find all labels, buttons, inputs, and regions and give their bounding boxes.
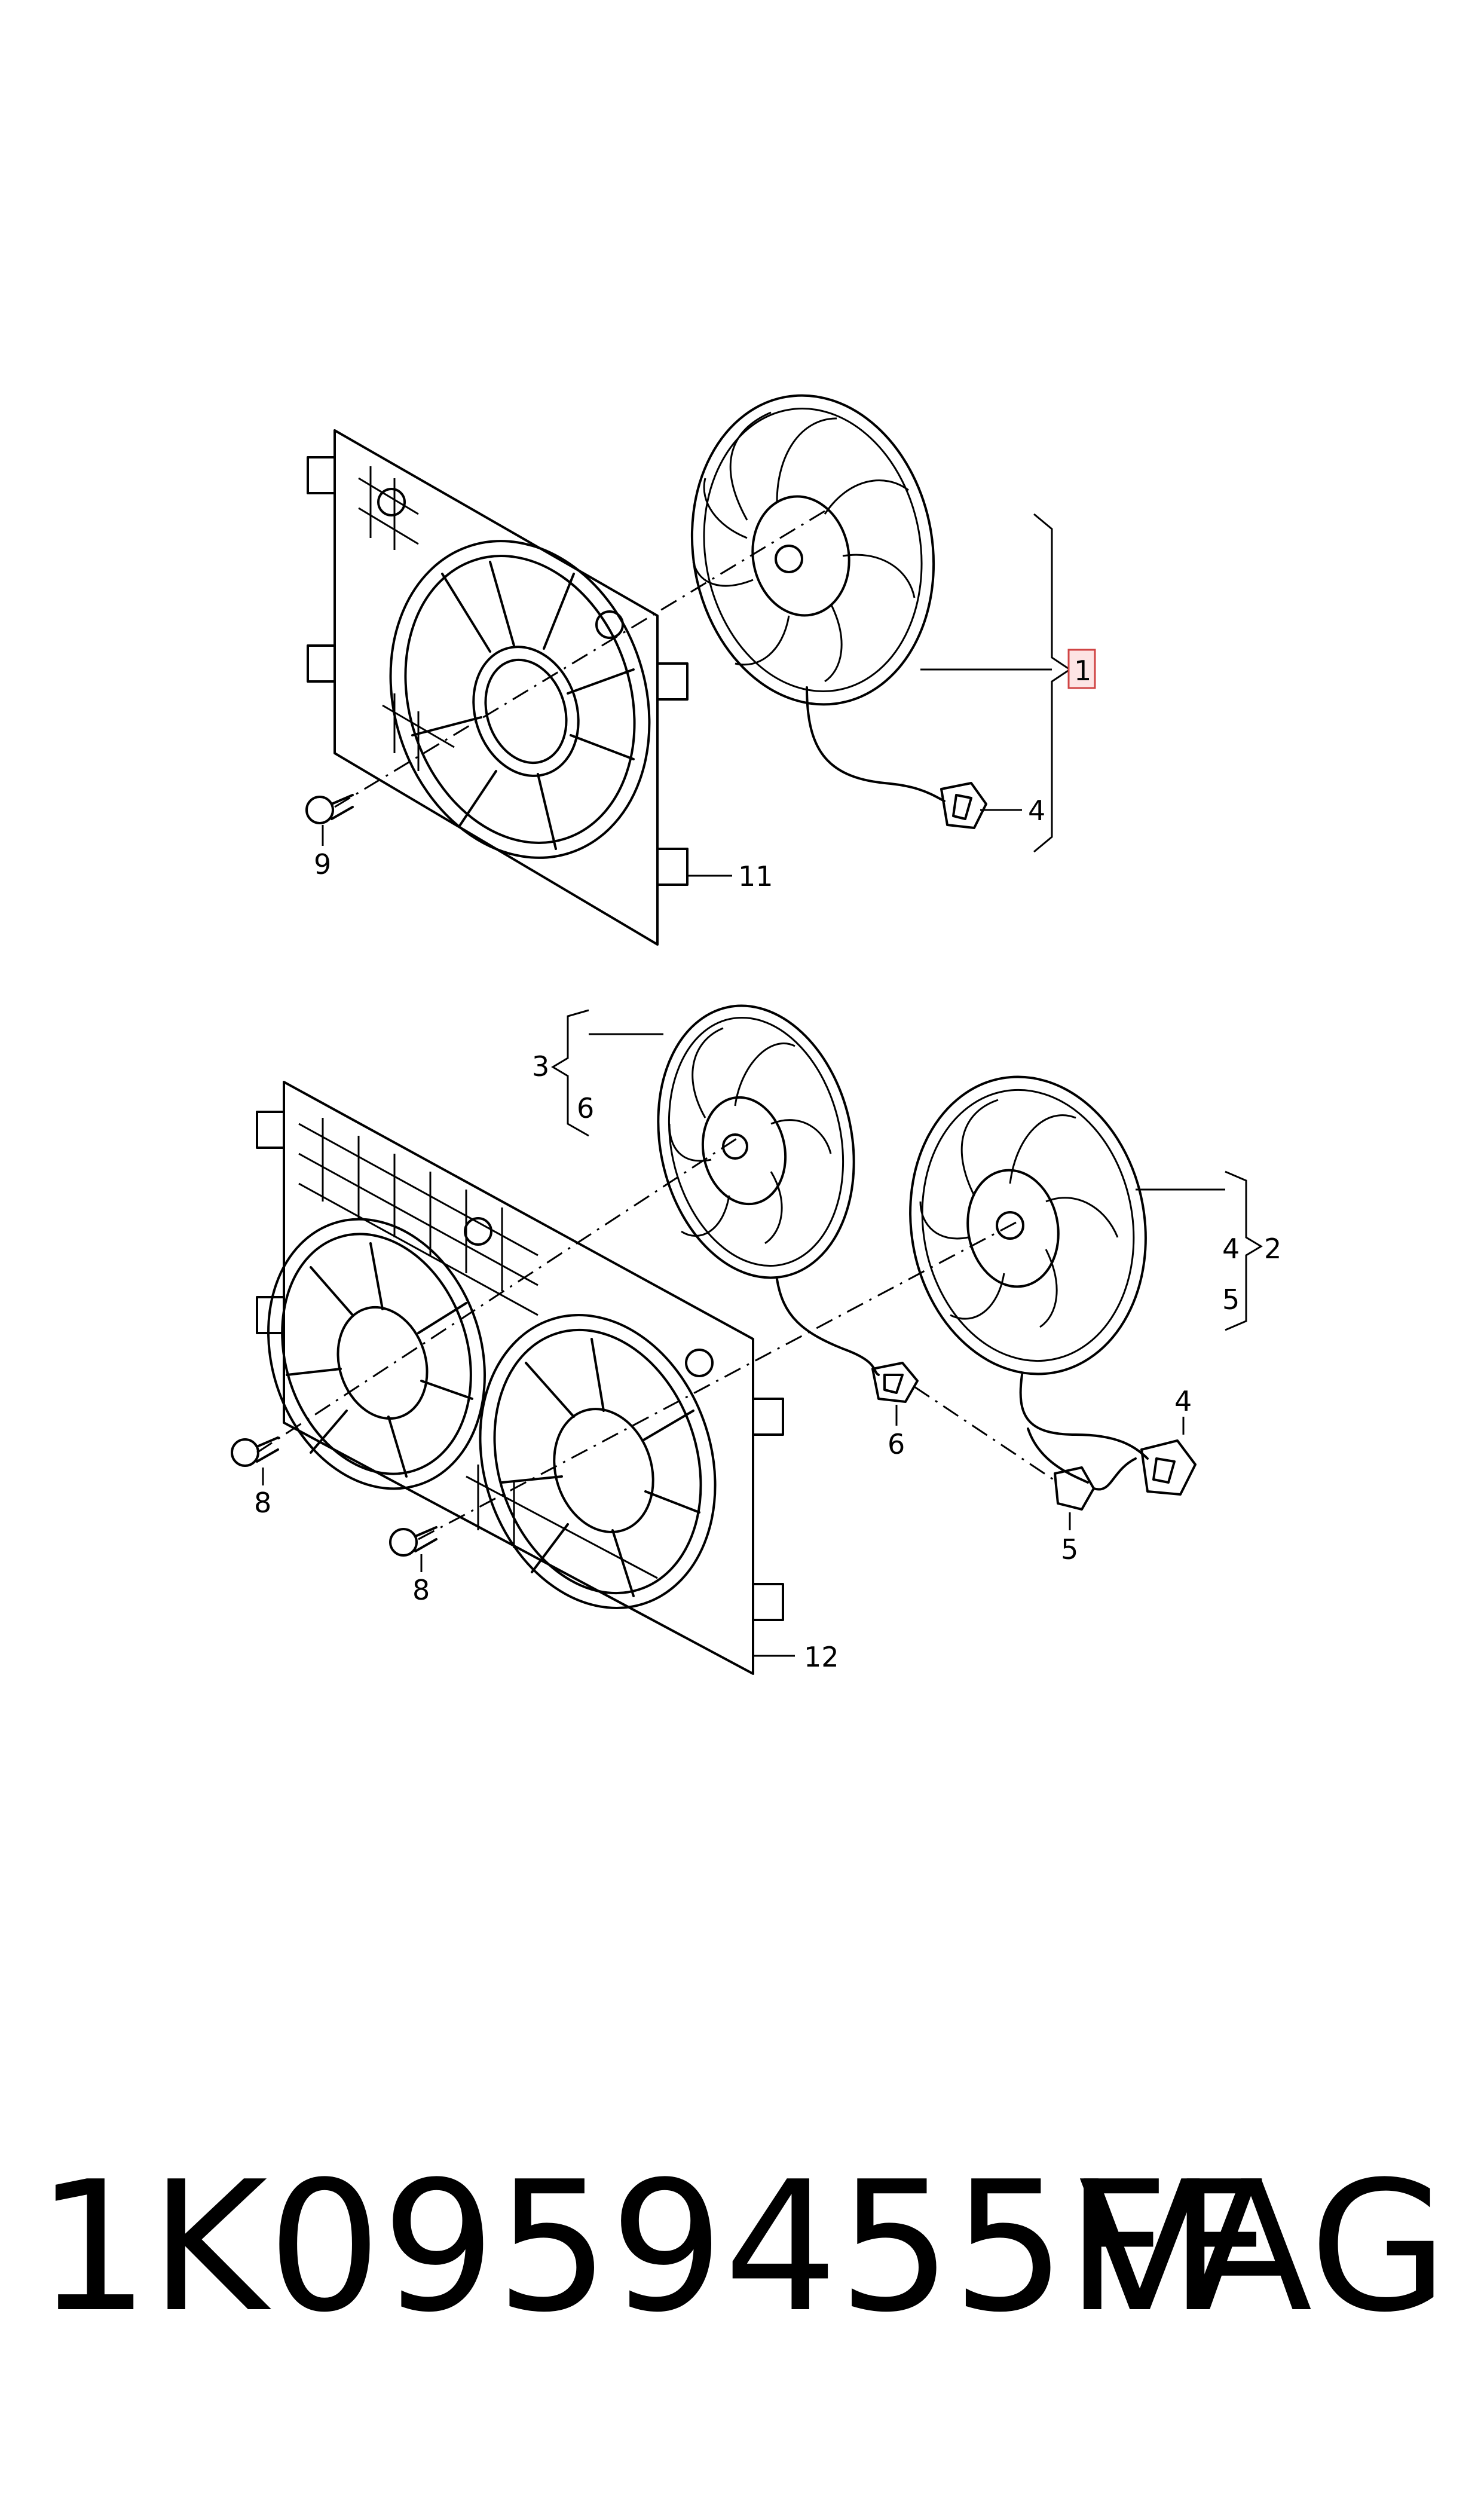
dual-fan-shroud	[256, 1081, 784, 1675]
callout-2: 2	[1264, 1233, 1281, 1265]
callout-4-mid: 4	[1222, 1233, 1240, 1265]
callout-8-lower: 8	[412, 1574, 430, 1606]
bolt-9	[305, 794, 354, 824]
left-fan-axis	[256, 1135, 742, 1454]
brace-3	[551, 1009, 589, 1137]
callout-4-top: 4	[1028, 794, 1045, 827]
right-fan-axis	[418, 1221, 1017, 1540]
connector-6	[871, 1362, 919, 1403]
callout-11: 11	[738, 860, 773, 892]
connector-axis	[914, 1386, 1058, 1484]
connector-5-bottom	[1054, 1457, 1137, 1511]
callout-5-low: 5	[1061, 1533, 1078, 1566]
top-assembly-axis	[334, 510, 825, 808]
fan-wheel-3	[657, 1004, 880, 1376]
callout-9: 9	[314, 848, 331, 881]
brace-2	[1225, 1170, 1263, 1331]
callout-12: 12	[804, 1641, 839, 1673]
bolt-8-lower	[389, 1526, 437, 1557]
bolt-8-upper	[231, 1436, 279, 1467]
callout-1: 1	[1074, 655, 1091, 687]
callout-8-upper: 8	[254, 1487, 271, 1519]
single-fan-shroud	[307, 429, 689, 946]
callout-3: 3	[532, 1050, 549, 1083]
callout-6-conn: 6	[888, 1428, 905, 1460]
callout-1-highlight	[1067, 649, 1096, 689]
fan-wheel-2	[909, 1075, 1149, 1484]
callout-6-brace: 6	[577, 1092, 594, 1124]
part-number: 1K0959455FF	[36, 2143, 1272, 2352]
connector-4-bottom	[1140, 1439, 1197, 1496]
callout-5-mid: 5	[1222, 1283, 1240, 1316]
single-fan-wheel	[690, 394, 987, 829]
callout-4-low: 4	[1174, 1385, 1192, 1417]
brand-label: VAG	[1078, 2143, 1448, 2352]
